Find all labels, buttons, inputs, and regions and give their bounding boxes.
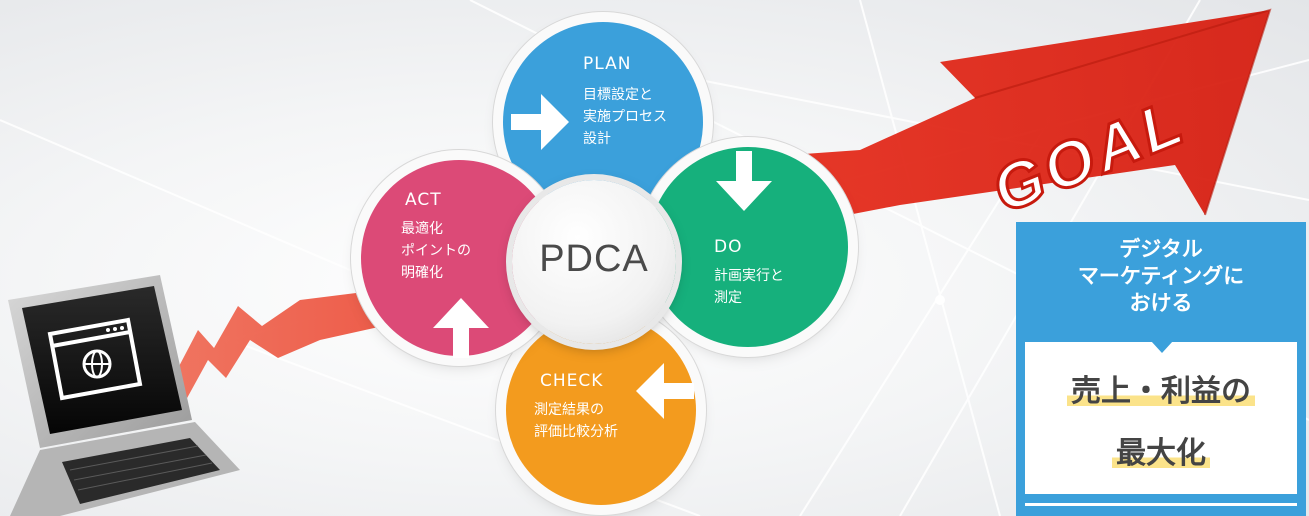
- laptop-icon: [8, 275, 240, 516]
- do-step: DO 計画実行と 測定: [648, 147, 848, 347]
- panel-notch: [1151, 341, 1173, 353]
- check-description: 測定結果の 評価比較分析: [534, 402, 618, 440]
- do-title: DO: [714, 237, 743, 257]
- check-title: CHECK: [540, 371, 604, 391]
- plan-description: 目標設定と 実施プロセス 設計: [583, 87, 667, 147]
- arrow-up-icon: [433, 298, 489, 358]
- panel-line2: 最大化: [1112, 436, 1210, 471]
- arrow-down-icon: [716, 151, 772, 211]
- pdca-center: PDCA: [512, 180, 676, 344]
- arrow-left-icon: [636, 363, 694, 419]
- pdca-label: PDCA: [539, 238, 649, 280]
- check-step: CHECK 測定結果の 評価比較分析: [506, 315, 696, 505]
- browser-window-icon: [47, 317, 143, 401]
- panel-heading: デジタル マーケティングに おける: [1077, 237, 1245, 315]
- act-title: ACT: [405, 190, 442, 210]
- act-description: 最適化 ポイントの 明確化: [401, 221, 471, 281]
- panel-body: 売上・利益の 最大化: [1025, 342, 1297, 494]
- panel-divider: [1025, 503, 1297, 506]
- do-description: 計画実行と 測定: [714, 268, 784, 306]
- arrow-right-icon: [511, 94, 569, 150]
- panel-line1: 売上・利益の: [1067, 374, 1255, 409]
- act-step: ACT 最適化 ポイントの 明確化: [361, 160, 557, 358]
- plan-title: PLAN: [583, 54, 632, 74]
- goal-panel: デジタル マーケティングに おける 売上・利益の 最大化: [1016, 222, 1306, 516]
